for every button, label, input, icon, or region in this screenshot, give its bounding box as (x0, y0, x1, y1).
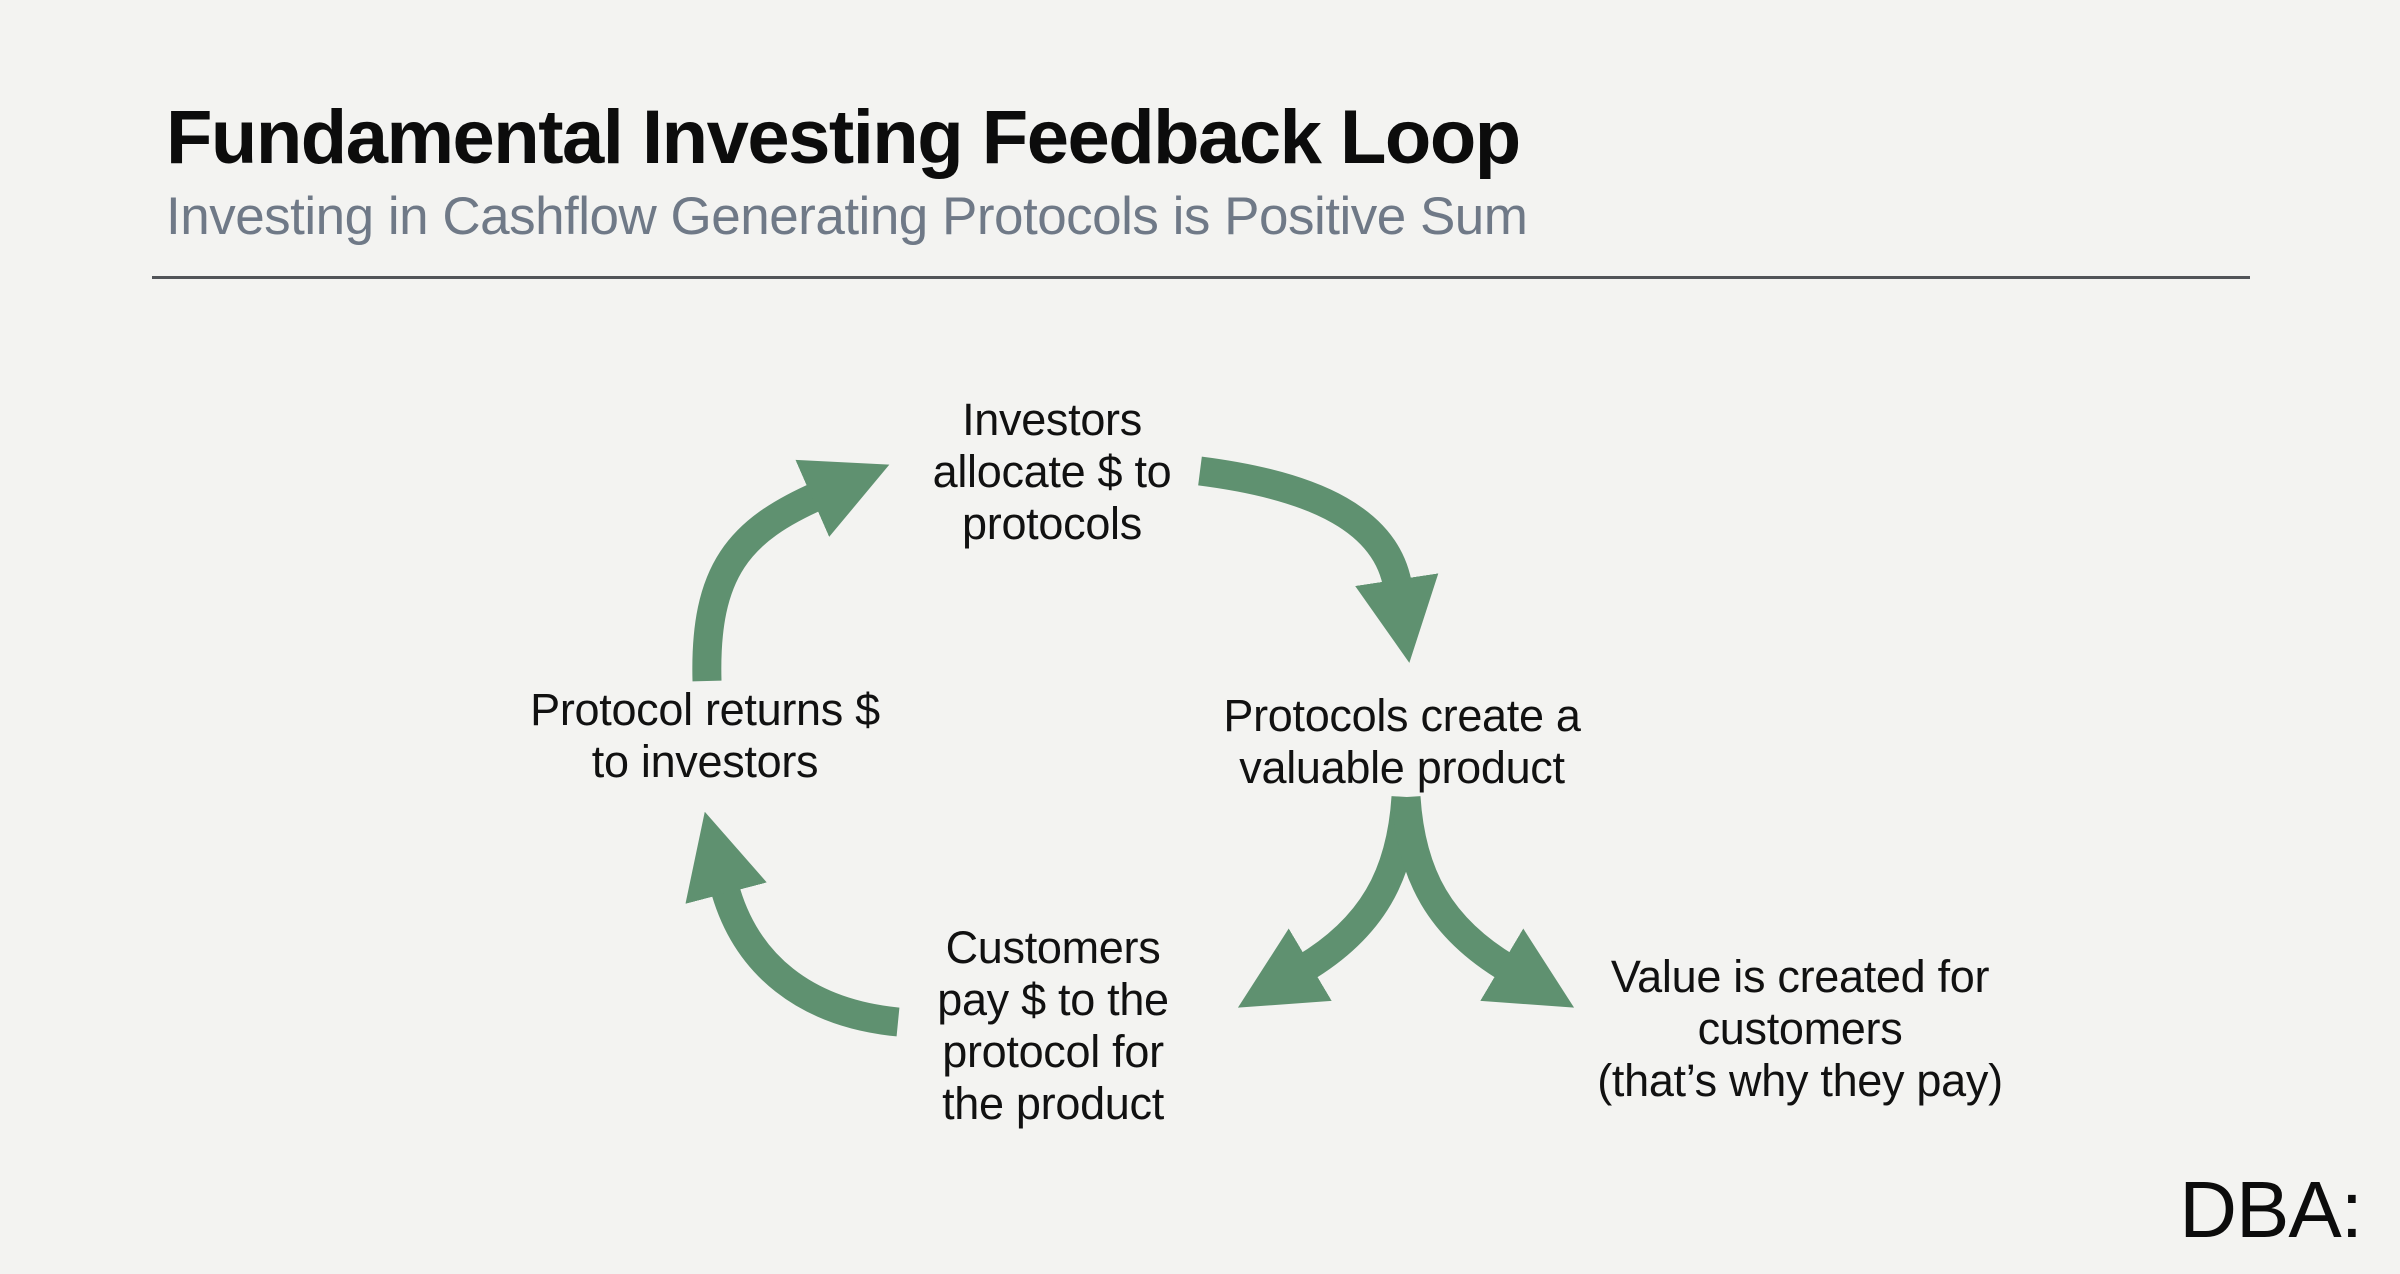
node-protocol-returns: Protocol returns $ to investors (530, 684, 880, 787)
arrow-allocate-to-create-icon (1198, 456, 1439, 663)
node-customers-pay: Customers pay $ to the protocol for the … (937, 922, 1169, 1129)
page-subtitle: Investing in Cashflow Generating Protoco… (166, 187, 1528, 246)
node-value-created: Value is created for customers (that’s w… (1597, 951, 2003, 1106)
node-investors-allocate: Investors allocate $ to protocols (932, 394, 1172, 549)
arrow-create-to-customers-pay-icon (1237, 795, 1421, 1008)
arrow-customers-pay-to-returns-icon (685, 811, 900, 1037)
arrow-create-to-value-created-icon (1391, 795, 1575, 1008)
page-title: Fundamental Investing Feedback Loop (166, 95, 1521, 180)
arrow-returns-to-allocate-icon (692, 459, 890, 682)
dba-logo: DBA: (2179, 1165, 2363, 1254)
node-protocols-create: Protocols create a valuable product (1223, 690, 1581, 793)
header-divider (152, 276, 2250, 279)
